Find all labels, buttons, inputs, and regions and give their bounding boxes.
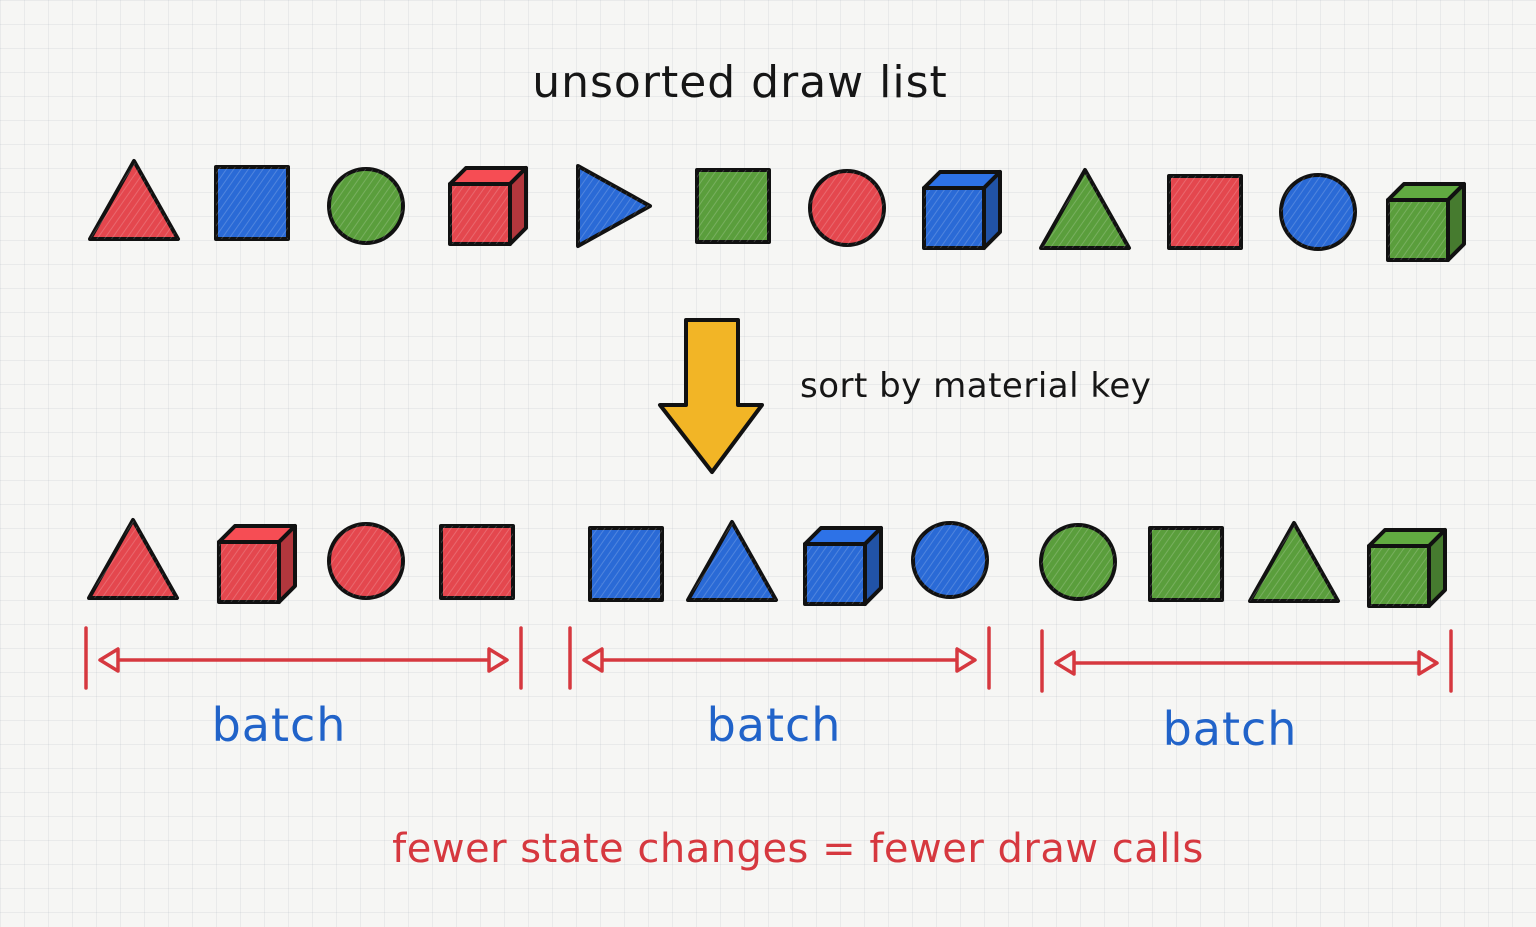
sorted-green-circle-icon [1039, 523, 1117, 601]
batch-bracket-1 [84, 626, 523, 690]
sorted-blue-square-icon [588, 526, 664, 602]
sorted-blue-triangle-icon [686, 520, 778, 602]
unsorted-blue-square-icon [214, 165, 290, 241]
unsorted-green-triangle-icon [1039, 168, 1131, 250]
sorted-row [87, 518, 1447, 608]
batch-bracket-2 [568, 626, 991, 690]
sorted-red-triangle-icon [87, 518, 179, 600]
unsorted-blue-cube-icon [922, 170, 1002, 250]
sorted-blue-circle-icon [911, 521, 989, 599]
unsorted-blue-triangle-right-icon [576, 164, 652, 248]
unsorted-green-square-icon [695, 168, 771, 244]
batch-bracket-3 [1040, 629, 1453, 693]
batch-label-3: batch [1163, 702, 1298, 756]
unsorted-red-circle-icon [808, 169, 886, 247]
unsorted-red-square-icon [1167, 174, 1243, 250]
batch-label-1: batch [212, 698, 347, 752]
batch-label-2: batch [707, 698, 842, 752]
sorted-red-square-icon [439, 524, 515, 600]
unsorted-green-circle-icon [327, 167, 405, 245]
unsorted-blue-circle-icon [1279, 173, 1357, 251]
footer-label: fewer state changes = fewer draw calls [392, 826, 1204, 872]
sorted-red-circle-icon [327, 522, 405, 600]
sorted-green-square-icon [1148, 526, 1224, 602]
sorted-green-triangle-icon [1248, 521, 1340, 603]
sorted-blue-cube-icon [803, 526, 883, 606]
sort-label: sort by material key [800, 366, 1151, 406]
unsorted-red-triangle-icon [88, 159, 180, 241]
title-label: unsorted draw list [532, 57, 948, 108]
sorted-red-cube-icon [217, 524, 297, 604]
unsorted-green-cube-icon [1386, 182, 1466, 262]
sort-arrow-icon [658, 318, 764, 474]
batch-brackets [84, 626, 1453, 693]
unsorted-red-cube-icon [448, 166, 528, 246]
sorted-green-cube-icon [1367, 528, 1447, 608]
unsorted-row [88, 159, 1466, 262]
